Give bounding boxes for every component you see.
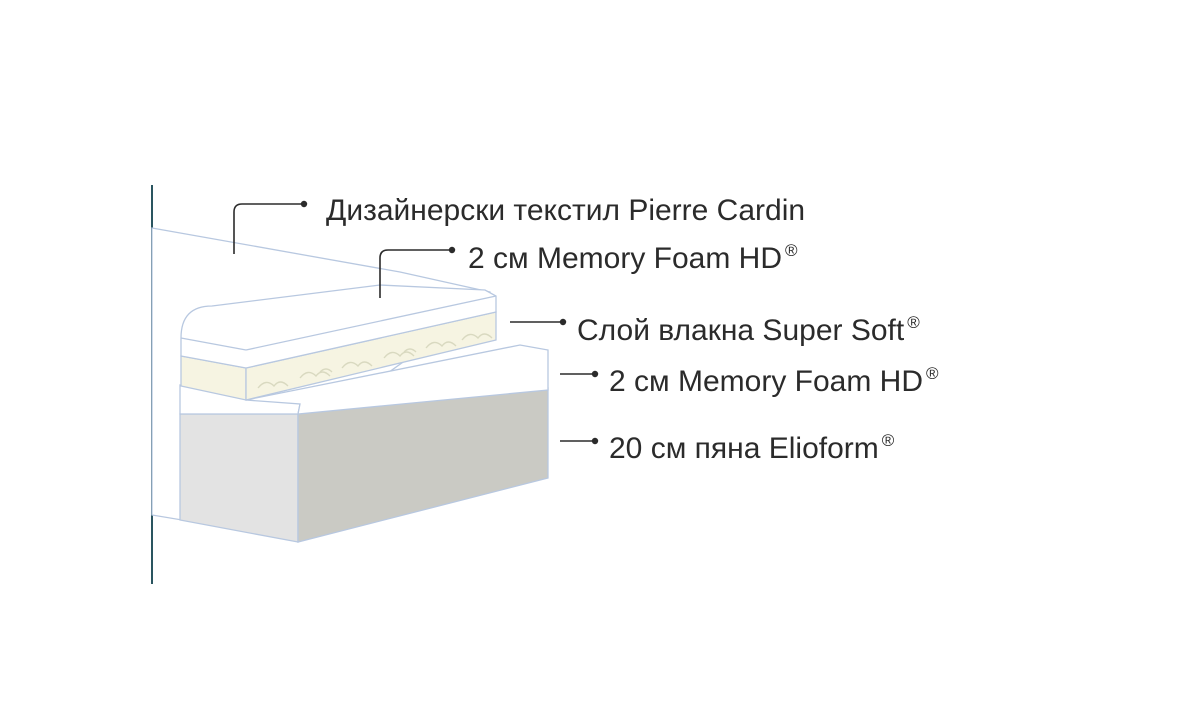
leader-lines: [233, 203, 594, 442]
leader-line-1: [233, 203, 304, 254]
layer-label-fiber: Слой влакна Super Soft®: [577, 305, 920, 349]
layer-label-memory-foam-top: 2 см Memory Foam HD®: [468, 233, 798, 277]
leader-dot-5: [591, 437, 599, 445]
leader-line-2: [379, 249, 452, 298]
base-foam-front: [297, 387, 549, 543]
fiber-swirls: [257, 333, 493, 389]
leader-dot-4: [591, 370, 599, 378]
layer-label-text: Слой влакна Super Soft: [577, 314, 905, 347]
leader-dot-2: [448, 246, 456, 254]
layer-label-memory-foam-lower: 2 см Memory Foam HD®: [609, 356, 939, 400]
leader-dots: [300, 200, 599, 445]
registered-mark: ®: [881, 431, 895, 450]
registered-mark: ®: [926, 364, 939, 383]
memory-foam-top-edge: [180, 337, 247, 351]
layer-label-text: 2 см Memory Foam HD: [468, 242, 783, 275]
layer-label-textile: Дизайнерски текстил Pierre Cardin: [326, 185, 808, 229]
memory-foam-top-crease: [245, 295, 497, 351]
base-foam-side: [179, 413, 299, 543]
layer-label-text: Дизайнерски текстил Pierre Cardin: [326, 194, 806, 227]
registered-mark: ®: [785, 241, 798, 260]
layer-label-text: 20 см пяна Elioform: [609, 432, 879, 465]
registered-mark: ®: [907, 313, 920, 332]
layer-label-base-foam: 20 см пяна Elioform®: [609, 423, 894, 467]
leader-dot-1: [300, 200, 308, 208]
leader-dot-3: [559, 318, 567, 326]
memory-foam-lower-front: [245, 344, 549, 415]
layer-label-text: 2 см Memory Foam HD: [609, 365, 924, 398]
